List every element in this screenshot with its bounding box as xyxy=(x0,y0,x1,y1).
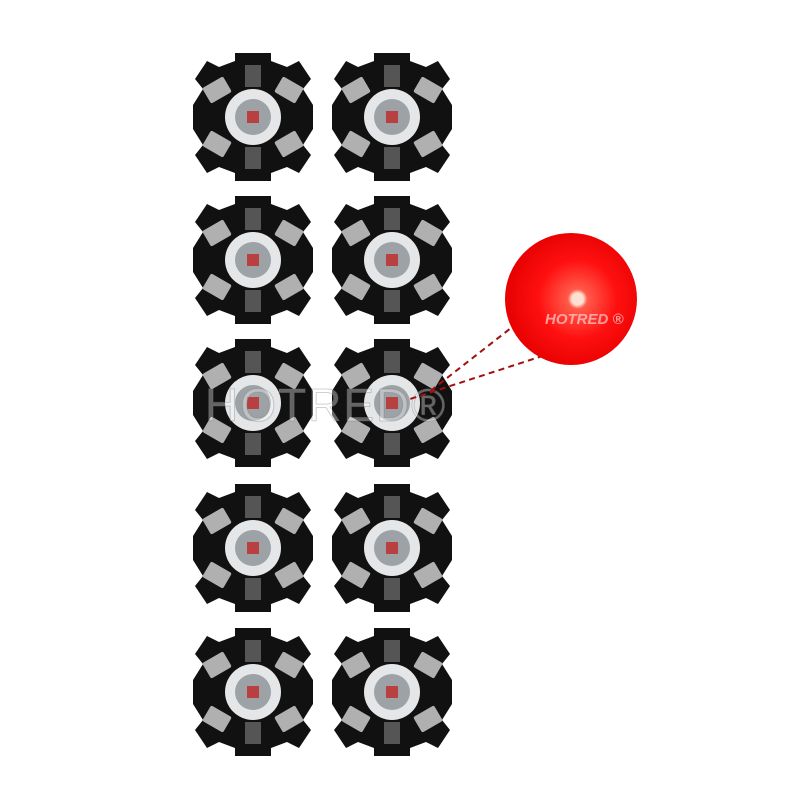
led-star-icon xyxy=(193,484,313,612)
inset-magnified-emitter: HOTRED ® xyxy=(505,233,637,365)
led-star-icon xyxy=(193,53,313,181)
led-star-board xyxy=(183,478,323,618)
led-star-icon xyxy=(193,196,313,324)
led-star-icon xyxy=(193,339,313,467)
led-star-icon xyxy=(193,628,313,756)
led-star-icon xyxy=(332,339,452,467)
led-star-board xyxy=(322,190,462,330)
led-star-board xyxy=(322,47,462,187)
led-star-board xyxy=(322,478,462,618)
led-star-board xyxy=(183,622,323,762)
led-star-icon xyxy=(332,196,452,324)
led-star-board xyxy=(183,333,323,473)
led-star-icon xyxy=(332,53,452,181)
led-star-icon xyxy=(332,628,452,756)
inset-watermark: HOTRED ® xyxy=(545,311,624,328)
led-star-board xyxy=(183,47,323,187)
led-star-board xyxy=(322,622,462,762)
watermark: HOTRED® xyxy=(204,379,448,432)
led-star-board xyxy=(322,333,462,473)
led-star-board xyxy=(183,190,323,330)
led-star-icon xyxy=(332,484,452,612)
